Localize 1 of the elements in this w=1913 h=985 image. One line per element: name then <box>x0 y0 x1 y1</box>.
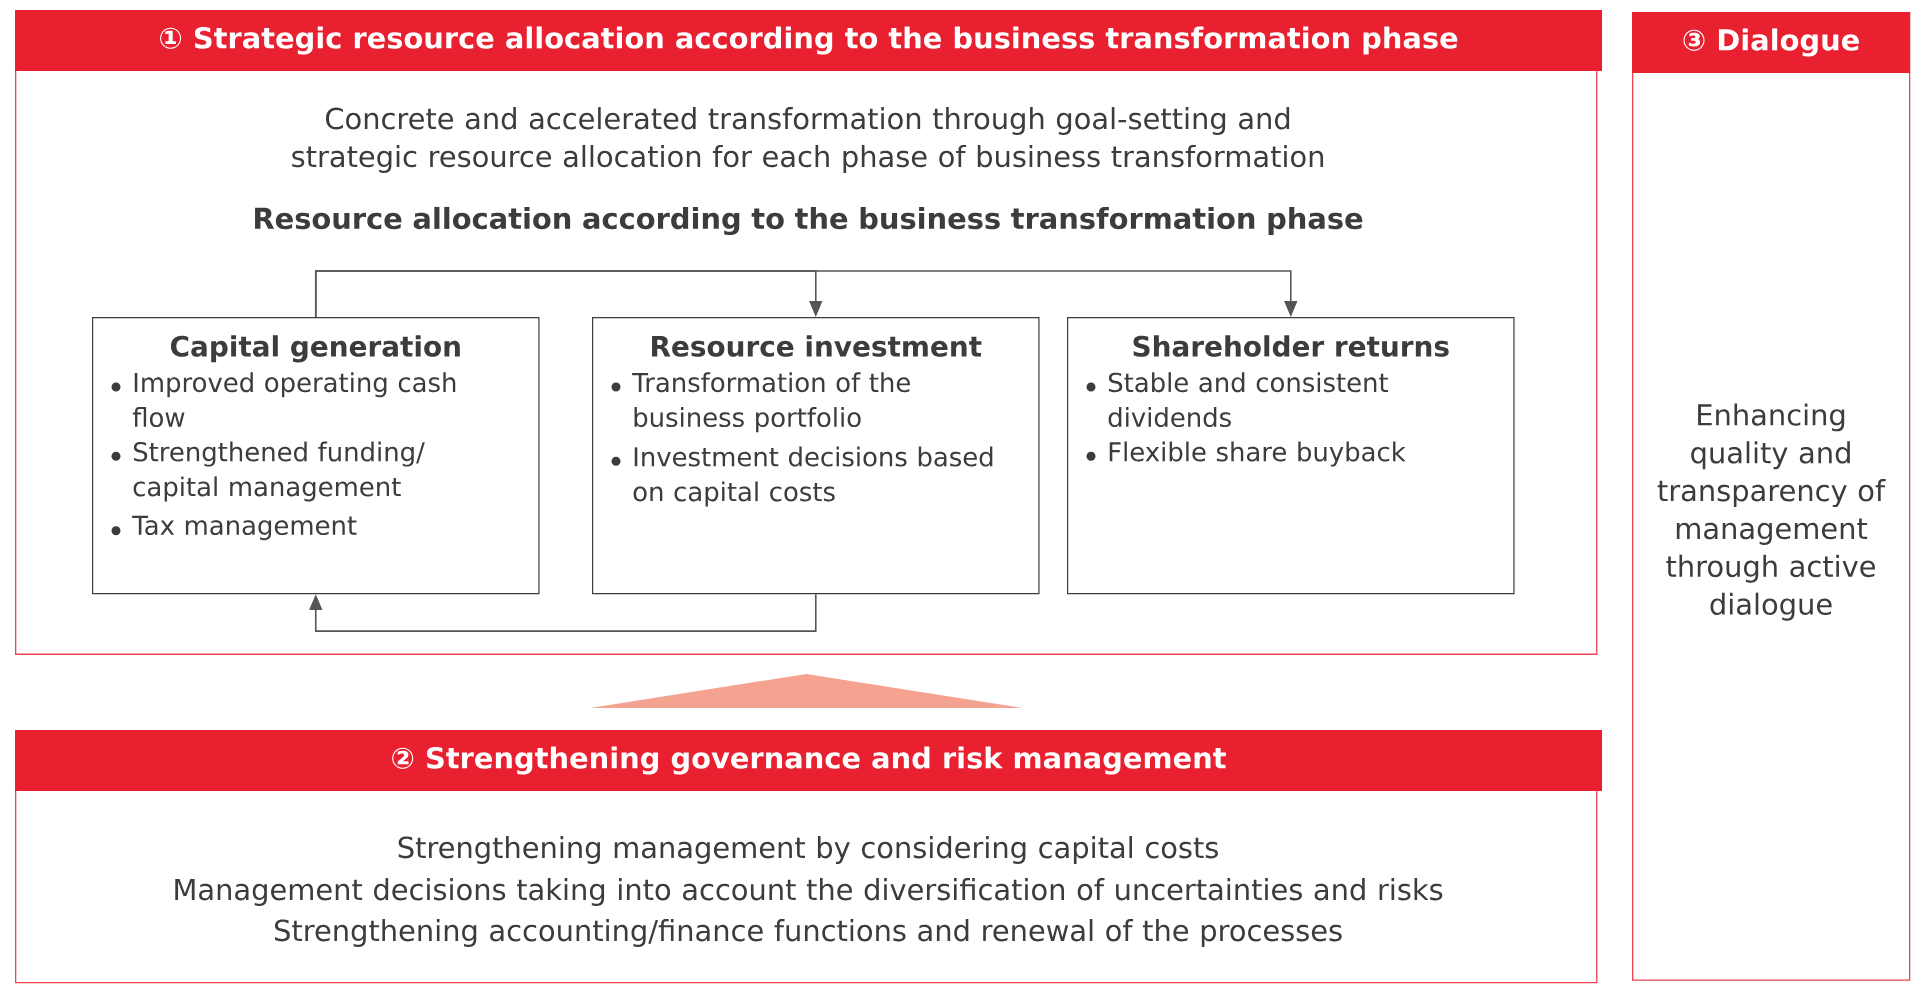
body-text: Enhancing quality and transparency of management through active dialogue <box>1657 403 1886 621</box>
